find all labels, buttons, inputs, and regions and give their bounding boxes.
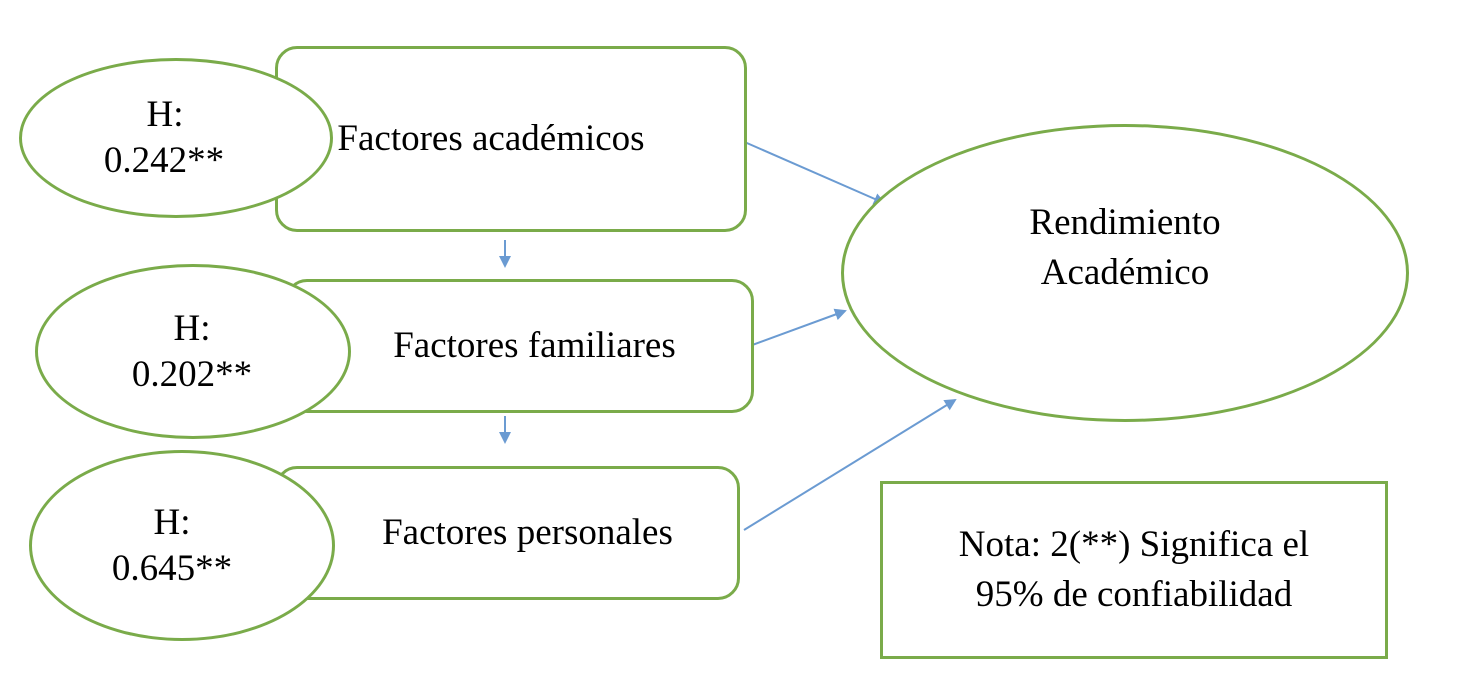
h-label: H: <box>173 307 211 349</box>
note-line-1: Nota: 2(**) Significa el <box>958 524 1310 565</box>
factor-label-personales: Factores personales <box>382 512 673 553</box>
factor-label-familiares: Factores familiares <box>393 325 676 366</box>
h-label: H: <box>153 501 191 543</box>
factor-label-academicos: Factores académicos <box>337 118 645 159</box>
target-line-2: Académico <box>1040 252 1210 293</box>
factor-box-academicos: Factores académicos <box>275 46 747 232</box>
h-value: 0.645** <box>111 547 233 589</box>
factor-box-personales: Factores personales <box>275 466 740 600</box>
h-value: 0.242** <box>103 140 225 181</box>
note-line-2: 95% de confiabilidad <box>975 574 1293 615</box>
h-ellipse-academicos: H: 0.242** <box>19 58 333 218</box>
target-ellipse-rendimiento: Rendimiento Académico <box>841 124 1409 422</box>
h-value: 0.202** <box>131 353 253 395</box>
factor-box-familiares: Factores familiares <box>285 279 754 413</box>
h-ellipse-personales: H: 0.645** <box>29 450 335 641</box>
note-box: Nota: 2(**) Significa el 95% de confiabi… <box>880 481 1388 659</box>
arrow-personales-to-rendimiento <box>743 398 957 531</box>
h-label: H: <box>146 94 184 135</box>
arrow-academicos-to-rendimiento <box>739 139 886 205</box>
h-ellipse-familiares: H: 0.202** <box>35 264 351 439</box>
arrow-familiares-to-rendimiento <box>735 308 847 352</box>
target-line-1: Rendimiento <box>1029 202 1221 243</box>
